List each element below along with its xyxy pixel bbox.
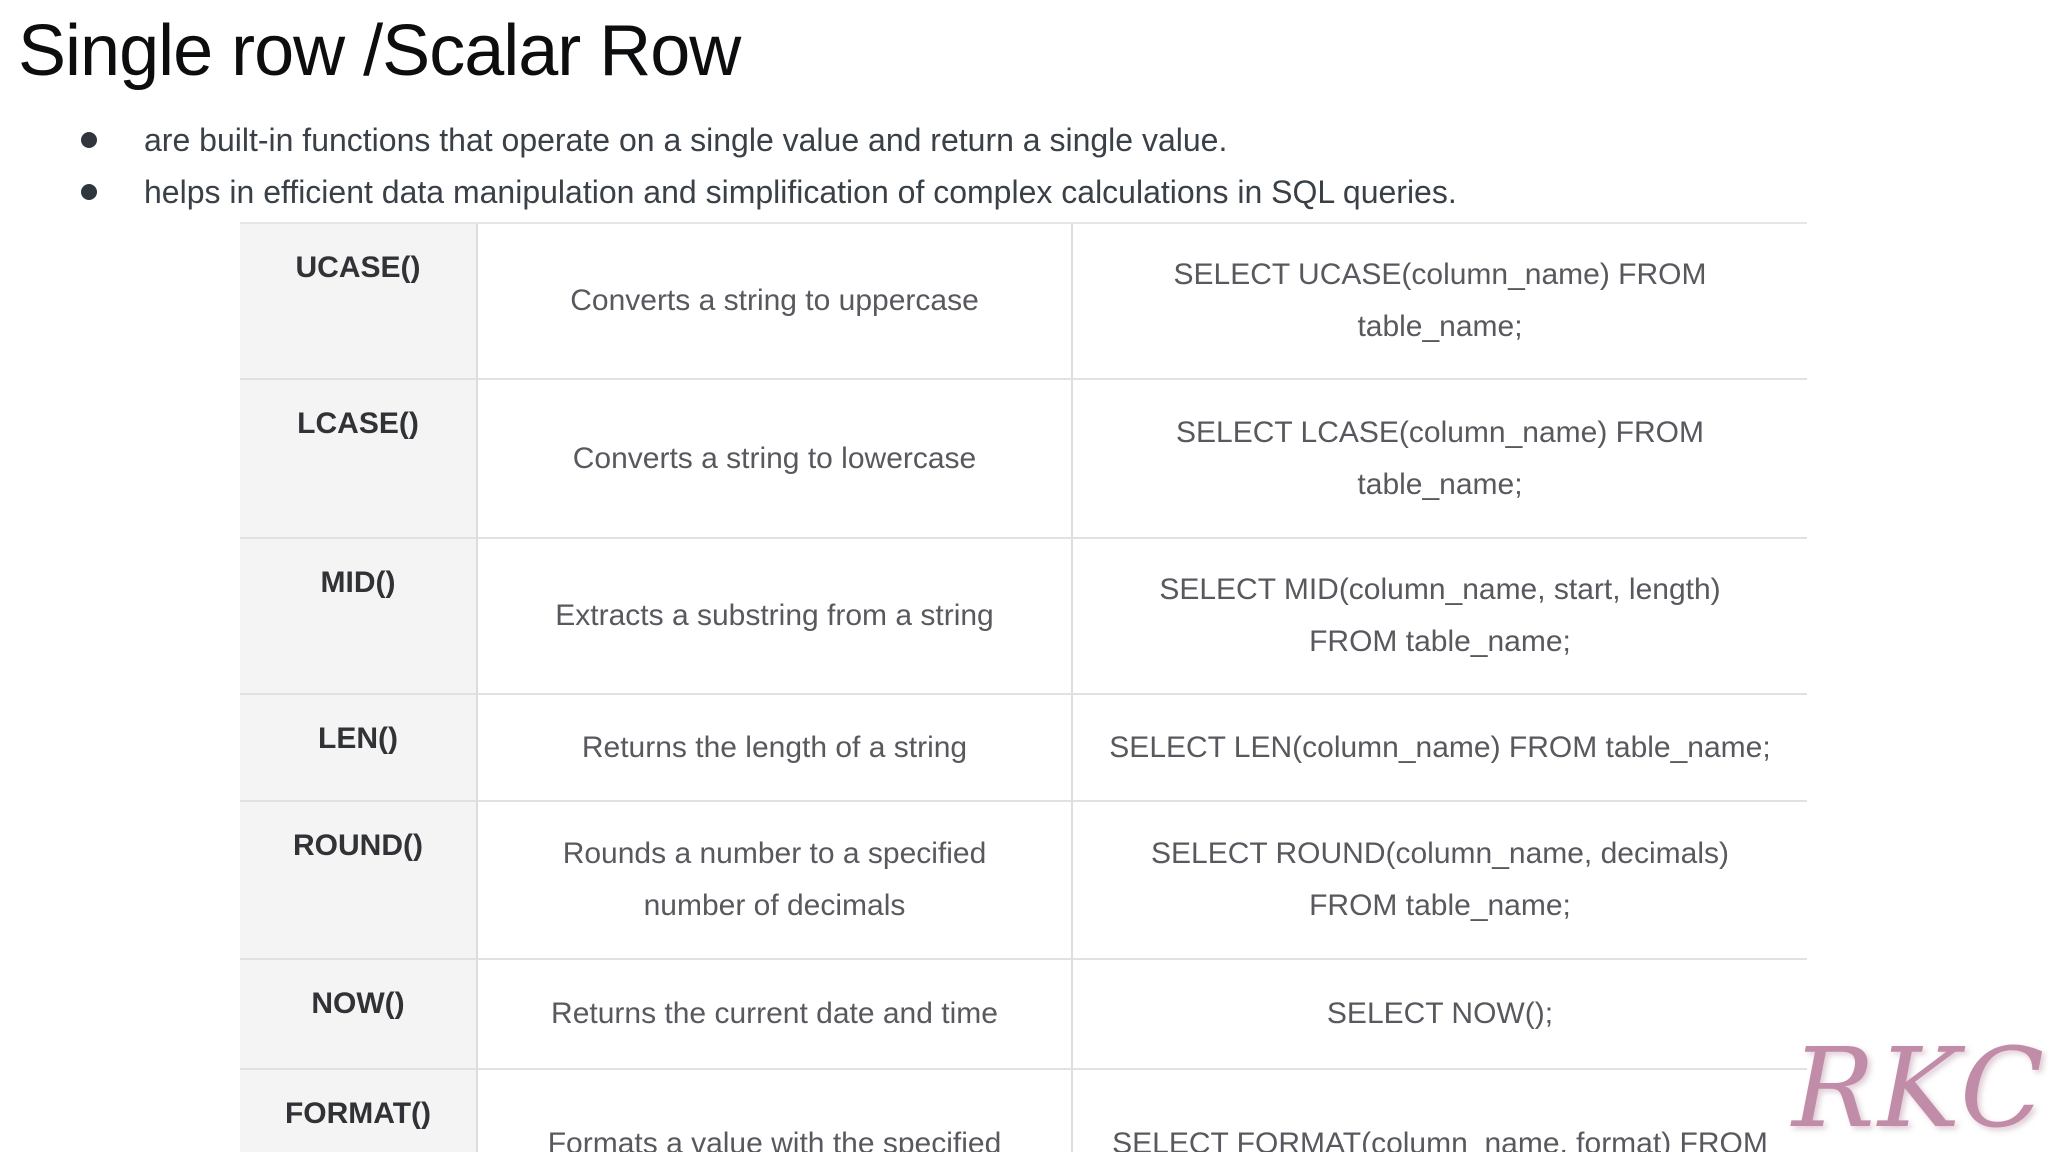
sql-example-cell: SELECT ROUND(column_name, decimals) FROM…: [1073, 802, 1807, 960]
watermark: RKCW: [1792, 1024, 2048, 1152]
bullet-text: are built-in functions that operate on a…: [144, 122, 1228, 158]
sql-example-cell: SELECT UCASE(column_name) FROM table_nam…: [1073, 224, 1807, 380]
function-name-cell: FORMAT(): [240, 1070, 478, 1152]
description-cell: Converts a string to uppercase: [478, 224, 1073, 380]
sql-example-cell: SELECT LEN(column_name) FROM table_name;: [1073, 695, 1807, 802]
function-name-cell: UCASE(): [240, 224, 478, 380]
description-cell: Extracts a substring from a string: [478, 539, 1073, 695]
bullet-icon: [81, 132, 97, 148]
bullet-item: helps in efficient data manipulation and…: [0, 166, 2048, 218]
description-cell: Formats a value with the specified: [478, 1070, 1073, 1152]
description-cell: Returns the current date and time: [478, 960, 1073, 1070]
bullet-item: are built-in functions that operate on a…: [0, 114, 2048, 166]
sql-example-cell: SELECT FORMAT(column_name, format) FROM: [1073, 1070, 1807, 1152]
sql-functions-table: UCASE() Converts a string to uppercase S…: [240, 222, 1807, 1152]
function-name-cell: LCASE(): [240, 380, 478, 539]
description-cell: Rounds a number to a specified number of…: [478, 802, 1073, 960]
bullet-list: are built-in functions that operate on a…: [0, 114, 2048, 218]
sql-example-cell: SELECT NOW();: [1073, 960, 1807, 1070]
sql-example-cell: SELECT MID(column_name, start, length) F…: [1073, 539, 1807, 695]
description-cell: Returns the length of a string: [478, 695, 1073, 802]
bullet-icon: [81, 184, 97, 200]
sql-example-cell: SELECT LCASE(column_name) FROM table_nam…: [1073, 380, 1807, 539]
function-name-cell: ROUND(): [240, 802, 478, 960]
function-name-cell: LEN(): [240, 695, 478, 802]
function-name-cell: MID(): [240, 539, 478, 695]
function-name-cell: NOW(): [240, 960, 478, 1070]
description-cell: Converts a string to lowercase: [478, 380, 1073, 539]
slide-title: Single row /Scalar Row: [18, 11, 741, 91]
bullet-text: helps in efficient data manipulation and…: [144, 174, 1457, 210]
